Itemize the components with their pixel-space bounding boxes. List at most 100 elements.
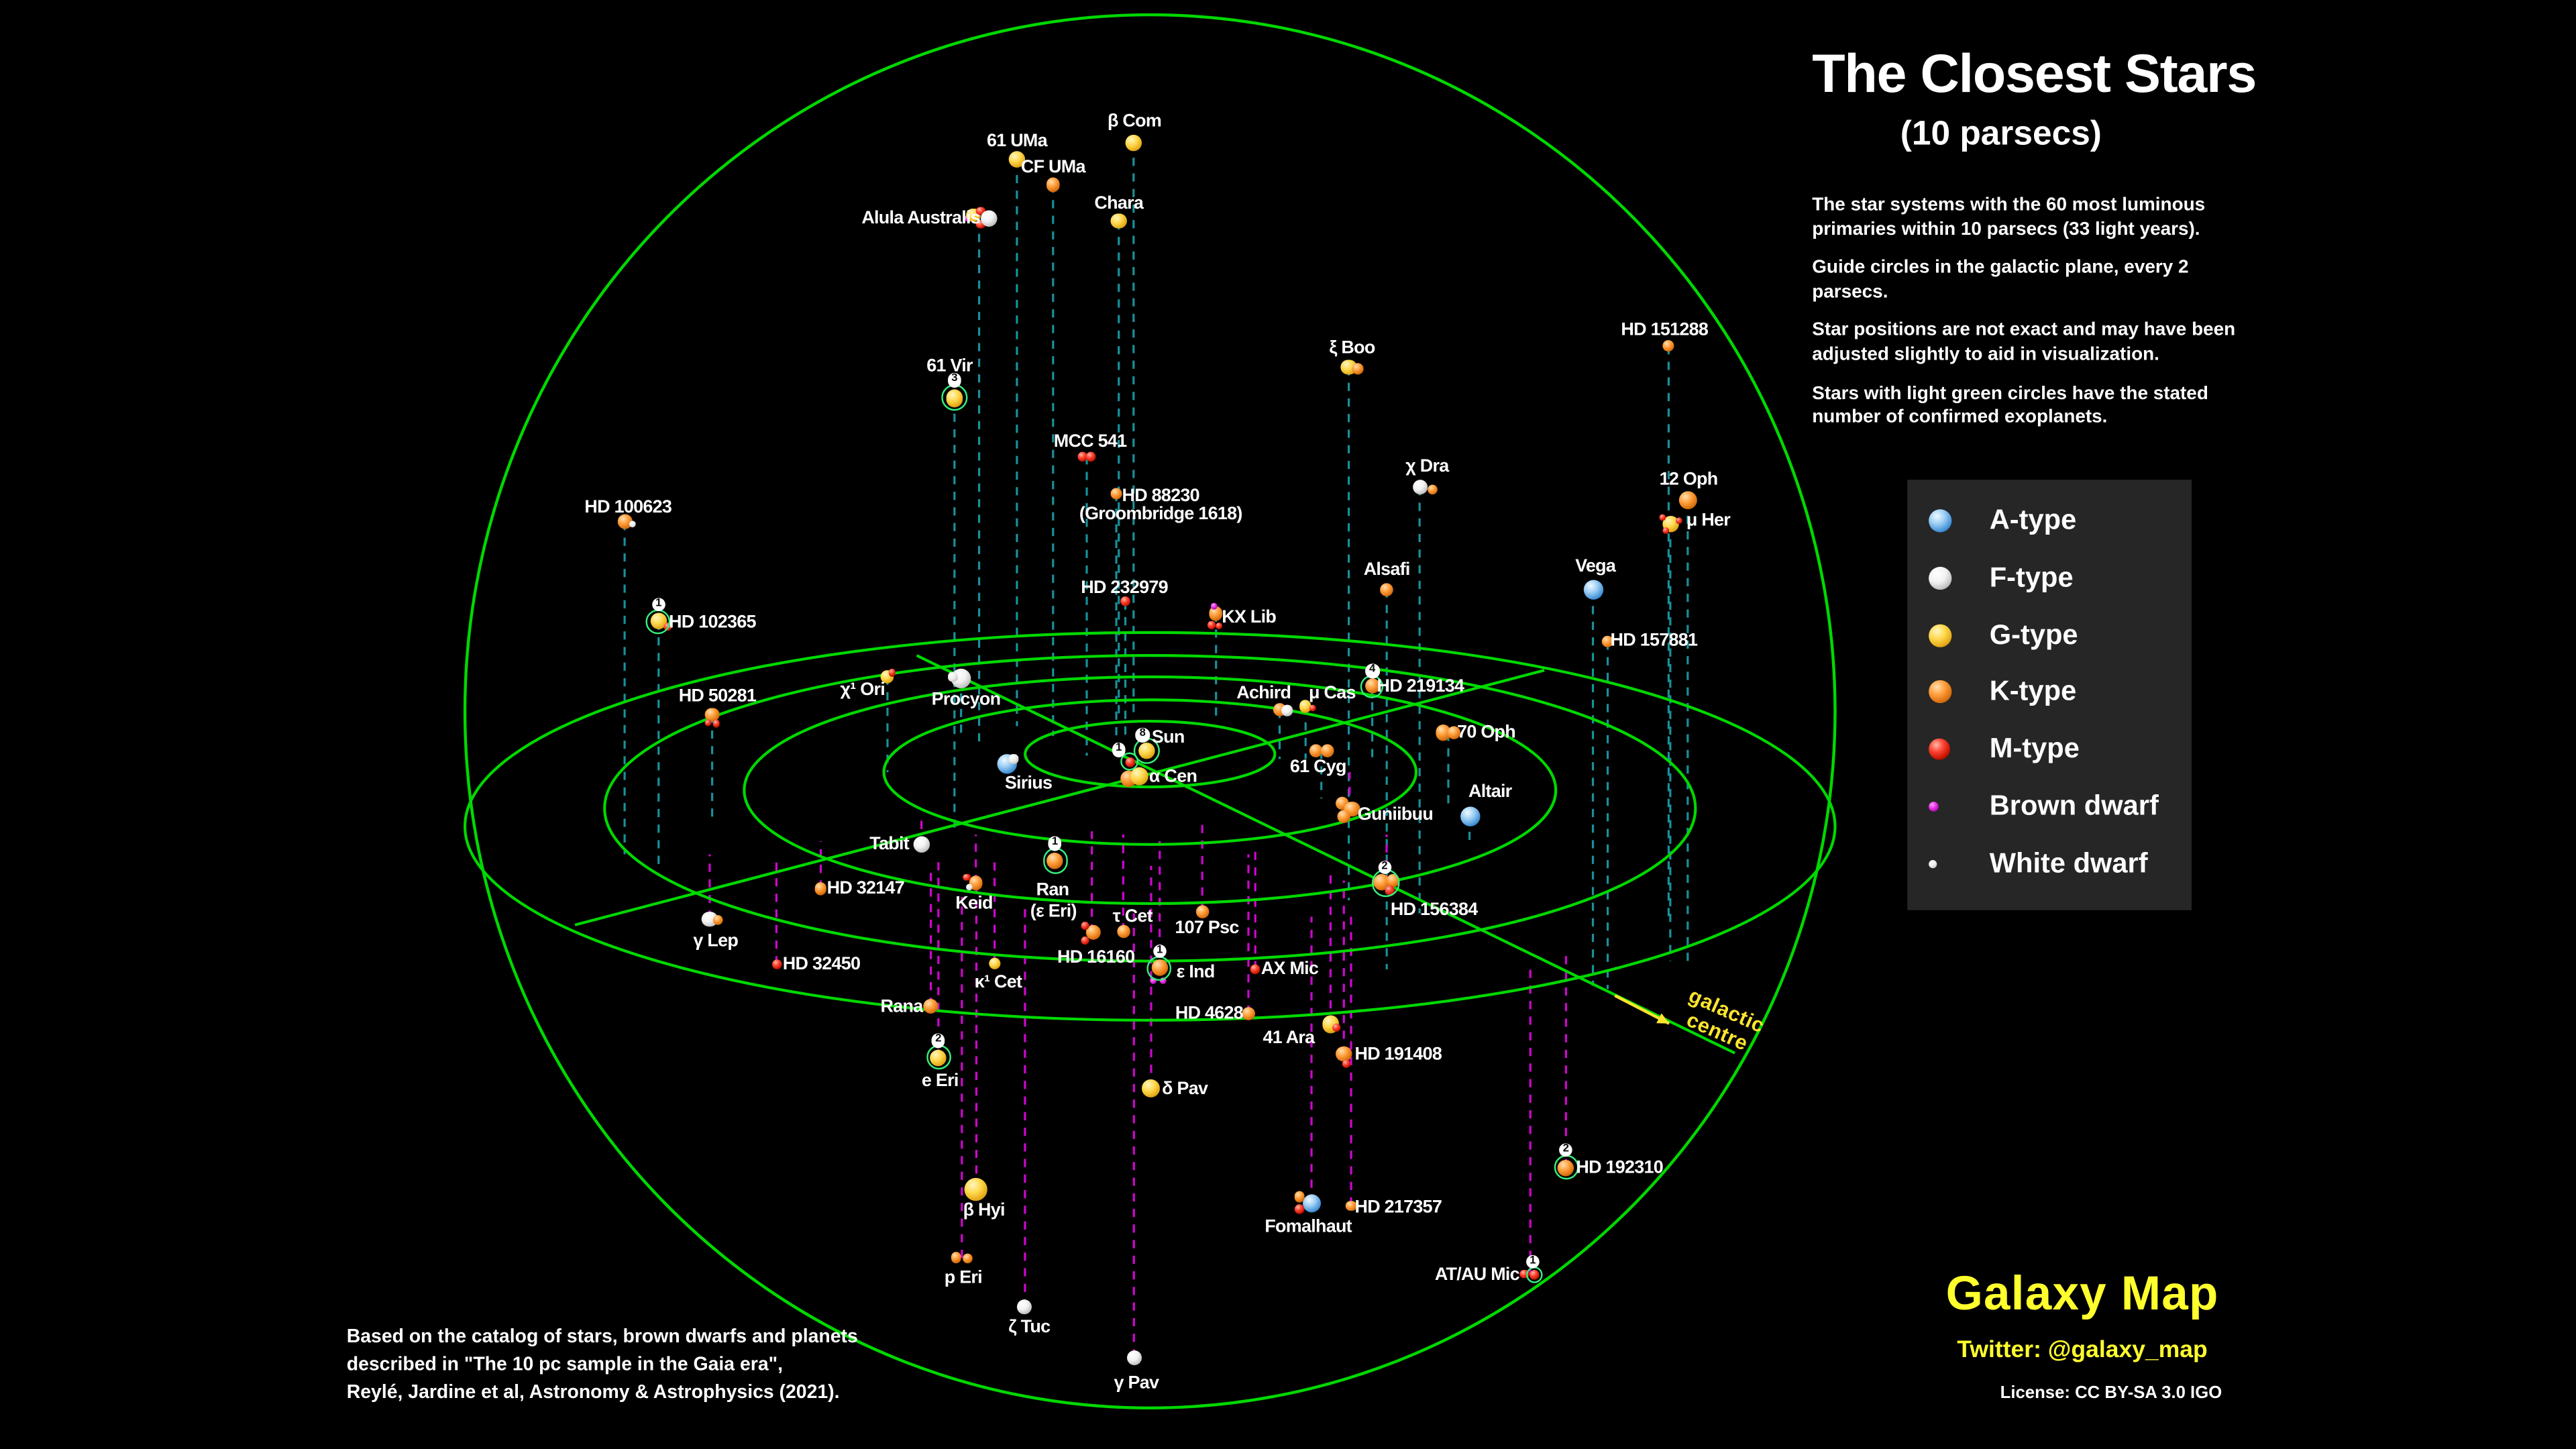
star-glyph [951, 1252, 962, 1263]
star-glyph [1299, 700, 1312, 713]
exoplanet-ring [1042, 848, 1068, 873]
arrow-head [1656, 1013, 1670, 1024]
exoplanet-count-badge: 4 [1365, 664, 1380, 679]
star-label: AT/AU Mic [1434, 1265, 1520, 1285]
star-label: HD 217357 [1354, 1197, 1442, 1217]
star-glyph [1077, 451, 1087, 462]
legend-swatch-icon [1929, 623, 1952, 647]
star-glyph [1017, 1299, 1033, 1316]
star-label: μ Her [1686, 511, 1731, 531]
star-label: Altair [1468, 781, 1512, 801]
star-label: δ Pav [1162, 1078, 1208, 1099]
star-glyph [888, 669, 896, 676]
star-glyph [1332, 1024, 1341, 1032]
star-label: HD 192310 [1576, 1158, 1664, 1179]
star-label: α Cen [1148, 767, 1197, 788]
star-label: HD 232979 [1081, 578, 1168, 599]
star-glyph [1110, 213, 1127, 229]
exoplanet-count-badge: 1 [651, 598, 666, 612]
star-label: 61 Cyg [1289, 756, 1347, 777]
star-glyph [814, 882, 827, 895]
star-glyph [1459, 806, 1480, 826]
star-label: HD 219134 [1377, 677, 1464, 697]
star-glyph [1281, 704, 1293, 716]
star-glyph [1110, 487, 1122, 499]
page-title: The Closest Stars [1812, 42, 2257, 104]
star-glyph [913, 836, 930, 853]
star-glyph [1601, 635, 1614, 648]
legend-swatch-icon [1929, 680, 1952, 704]
star-label: MCC 541 [1053, 431, 1127, 451]
legend-swatch-icon [1929, 859, 1937, 868]
legend-item-m-type: M-type [1907, 722, 2192, 777]
star-label: p Eri [944, 1267, 983, 1288]
star-glyph [1309, 744, 1324, 757]
note-line: Star positions are not exact and may hav… [1812, 321, 2236, 365]
legend-label: White dwarf [1989, 847, 2148, 879]
star-glyph [1046, 177, 1061, 192]
guide-circle-10pc [463, 631, 1837, 1022]
star-label: HD 88230 [1122, 485, 1199, 506]
star-label: Achird [1236, 683, 1291, 703]
guide-circles [463, 13, 1837, 1409]
star-label: γ Lep [693, 930, 739, 951]
exoplanet-count-badge: 2 [931, 1033, 946, 1048]
star-glyph [1149, 977, 1157, 984]
star-glyph [1309, 704, 1317, 712]
star-glyph [1352, 362, 1364, 374]
star-glyph [1379, 582, 1394, 596]
brand-twitter: Twitter: @galaxy_map [1957, 1337, 2208, 1364]
star-label: Sirius [1004, 773, 1053, 793]
star-label: HD 32147 [826, 878, 905, 898]
source-credit-line: Based on the catalog of stars, brown dwa… [346, 1326, 858, 1348]
star-label: Ran [1036, 880, 1069, 901]
guide-circle-2pc [1024, 720, 1277, 789]
star-glyph [1120, 596, 1130, 606]
star-label: Guniibuu [1357, 805, 1434, 825]
star-label: Sun [1151, 727, 1185, 747]
star-glyph [963, 873, 971, 881]
star-glyph [1008, 151, 1026, 168]
star-glyph [1126, 1350, 1142, 1365]
star-label: 70 Oph [1457, 722, 1516, 743]
star-label: HD 151288 [1621, 319, 1709, 339]
brand-logo: Galaxy Map [1945, 1268, 2219, 1321]
star-glyph [704, 719, 712, 727]
star-label: HD 16160 [1057, 947, 1135, 968]
star-label: HD 157881 [1610, 631, 1698, 651]
legend-swatch-icon [1929, 802, 1939, 812]
star-glyph [1250, 964, 1261, 975]
star-glyph [1195, 904, 1209, 918]
exoplanet-count-badge: 8 [1135, 728, 1150, 743]
star-glyph [1337, 810, 1351, 823]
legend-swatch-icon [1929, 739, 1950, 761]
star-glyph [617, 515, 632, 530]
exoplanet-count-badge: 2 [1558, 1142, 1573, 1157]
star-glyph [1302, 1194, 1321, 1213]
star-glyph [961, 1252, 973, 1265]
star-label: 61 UMa [986, 131, 1048, 152]
star-label: ζ Tuc [1008, 1318, 1051, 1338]
legend-item-white-dwarf: White dwarf [1907, 836, 2192, 892]
exoplanet-ring [1553, 1155, 1578, 1180]
exoplanet-count-badge: 1 [1112, 743, 1126, 757]
star-glyph [1427, 484, 1438, 495]
star-glyph [1081, 921, 1090, 930]
legend-item-a-type: A-type [1907, 493, 2192, 549]
note-line: The star systems with the 60 most lumino… [1812, 195, 2206, 239]
note-line: Stars with light green circles have the … [1812, 383, 2208, 428]
star-label: HD 102365 [669, 612, 756, 633]
star-label: Alula Australis [861, 209, 980, 229]
star-label: e Eri [921, 1071, 959, 1091]
brand-license: License: CC BY-SA 3.0 IGO [2000, 1383, 2222, 1403]
star-label: 12 Oph [1659, 470, 1719, 490]
star-label: CF UMa [1020, 157, 1086, 177]
star-label: Procyon [931, 689, 1001, 709]
exoplanet-count-badge: 3 [947, 372, 962, 387]
star-glyph [1662, 340, 1675, 352]
galactic-centre-arrow-icon [1614, 994, 1670, 1025]
star-label: γ Pav [1114, 1373, 1159, 1393]
star-label: (ε Eri) [1030, 901, 1077, 922]
star-glyph [712, 720, 720, 728]
star-label: Tabit [869, 834, 909, 854]
